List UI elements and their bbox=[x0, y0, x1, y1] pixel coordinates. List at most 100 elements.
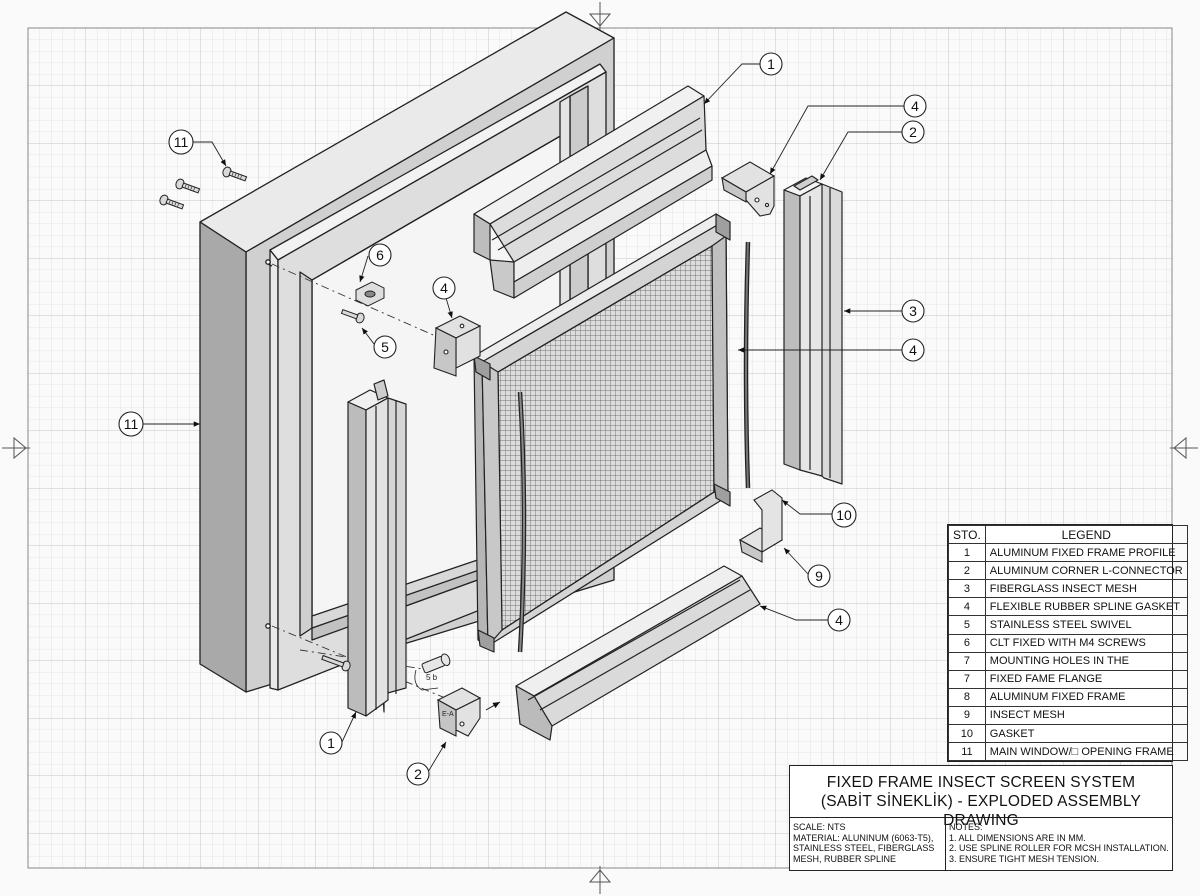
corner-bracket-top bbox=[720, 161, 776, 217]
callout-10: 10 bbox=[831, 502, 857, 528]
legend-row-label: MAIN WINDOW/□ OPENING FRAME bbox=[984, 742, 1188, 762]
legend-col-label: LEGEND bbox=[984, 524, 1188, 545]
part-mark-bracket: E-A bbox=[442, 711, 454, 718]
legend-row-number: 6 bbox=[948, 633, 986, 653]
notes-label: NOTES: bbox=[949, 822, 983, 832]
note-2: 2. USE SPLINE ROLLER FOR MCSH INSTALLATI… bbox=[949, 843, 1169, 853]
title-block: FIXED FRAME INSECT SCREEN SYSTEM (SABİT … bbox=[789, 765, 1173, 871]
bottom-frame-profile bbox=[515, 565, 761, 741]
callout-4-bottom-label: 4 bbox=[835, 612, 843, 628]
callout-3-label: 3 bbox=[909, 303, 917, 319]
callout-4-bottom: 4 bbox=[827, 608, 851, 632]
callout-4-mid: 4 bbox=[432, 276, 456, 300]
part-mark-anchor: 5 b bbox=[426, 673, 438, 682]
callout-10-label: 10 bbox=[836, 507, 852, 523]
legend-row-number: 9 bbox=[948, 705, 986, 726]
arrow-bottom-bracket bbox=[485, 701, 501, 711]
callout-9: 9 bbox=[807, 564, 831, 588]
mesh-screen-panel bbox=[473, 213, 731, 653]
scale-text: SCALE: NTS bbox=[793, 822, 846, 832]
callout-11-left-label: 11 bbox=[124, 416, 139, 432]
callout-3: 3 bbox=[901, 299, 925, 323]
callout-6-label: 6 bbox=[376, 247, 384, 263]
callout-1-bottom-label: 1 bbox=[327, 735, 335, 751]
callout-4-right: 4 bbox=[901, 338, 925, 362]
legend-col-num: STO. bbox=[948, 524, 986, 545]
legend-row-label: GASKET bbox=[984, 724, 1188, 744]
callout-1-top: 1 bbox=[759, 52, 783, 76]
drawing-title-line2: (SABİT SİNEKLİK) - EXPLODED ASSEMBLY DRA… bbox=[820, 793, 1142, 829]
legend-row-label: ALUMINUM CORNER L-CONNECTOR bbox=[984, 561, 1188, 581]
callout-5: 5 bbox=[373, 335, 397, 359]
note-3: 3. ENSURE TIGHT MESH TENSION. bbox=[949, 853, 1100, 864]
right-vertical-profile bbox=[783, 175, 843, 485]
legend-row-number: 10 bbox=[948, 724, 986, 744]
legend-row-label: STAINLESS STEEL SWIVEL bbox=[984, 615, 1188, 635]
callout-4-top-label: 4 bbox=[911, 98, 919, 114]
callout-leaders bbox=[143, 63, 906, 773]
legend-row-number: 1 bbox=[948, 543, 986, 563]
callout-11-top-label: 11 bbox=[174, 134, 189, 150]
legend-row-number: 7 bbox=[948, 651, 986, 671]
legend-row-label: MOUNTING HOLES IN THE bbox=[984, 651, 1188, 671]
callout-4-top: 4 bbox=[903, 94, 927, 118]
top-frame-profile bbox=[473, 85, 713, 299]
callout-5-label: 5 bbox=[381, 339, 389, 355]
legend-row-label: INSECT MESH bbox=[984, 705, 1188, 726]
stainless-swivel bbox=[355, 281, 385, 307]
note-1: 1. ALL DIMENSIONS ARE IN MM. bbox=[949, 832, 1086, 843]
material-line-1: MATERIAL: ALUNINUM (6063-T5), bbox=[793, 832, 934, 843]
legend-row-number: 5 bbox=[948, 615, 986, 635]
drawing-title: FIXED FRAME INSECT SCREEN SYSTEM (SABİT … bbox=[790, 766, 1172, 829]
corner-bracket-9 bbox=[738, 489, 784, 563]
legend-row-label: CLT FIXED WITH M4 SCREWS bbox=[984, 633, 1188, 653]
callout-2-bottom-label: 2 bbox=[414, 766, 422, 782]
left-vertical-profile bbox=[347, 379, 407, 717]
legend-row-number: 4 bbox=[948, 597, 986, 617]
legend-row-label: ALUMINUM FIXED FRAME PROFILE bbox=[984, 543, 1188, 563]
callout-6: 6 bbox=[368, 243, 392, 267]
screws-top-left bbox=[159, 166, 248, 210]
callout-11-left: 11 bbox=[118, 411, 144, 437]
callout-9-label: 9 bbox=[815, 568, 823, 584]
frame-screw-bottom bbox=[321, 654, 351, 672]
callout-4-mid-label: 4 bbox=[440, 280, 448, 296]
legend-row-number: 2 bbox=[948, 561, 986, 581]
swivel-screw bbox=[340, 308, 365, 324]
notes-info: NOTES: 1. ALL DIMENSIONS ARE IN MM. 2. U… bbox=[946, 818, 1172, 870]
wall-anchor bbox=[421, 653, 451, 674]
legend-header-row: STO. LEGEND bbox=[948, 524, 1188, 545]
callout-1-bottom: 1 bbox=[319, 731, 343, 755]
callout-2-top: 2 bbox=[901, 120, 925, 144]
callout-11-top: 11 bbox=[168, 129, 194, 155]
material-line-3: MESH, RUBBER SPLINE bbox=[793, 853, 897, 864]
callout-2-top-label: 2 bbox=[909, 124, 917, 140]
legend-row-number: 3 bbox=[948, 579, 986, 599]
callout-2-bottom: 2 bbox=[406, 762, 430, 786]
callout-4-right-label: 4 bbox=[909, 342, 917, 358]
corner-l-connector-bottom bbox=[436, 687, 482, 737]
corner-bracket-mid bbox=[433, 315, 482, 377]
callout-1-top-label: 1 bbox=[767, 56, 775, 72]
material-line-2: STAINLESS STEEL, FIBERGLASS bbox=[793, 843, 935, 853]
legend-row-label: FIXED FAME FLANGE bbox=[984, 669, 1188, 689]
legend-row-label: ALUMINUM FIXED FRAME bbox=[984, 687, 1188, 707]
legend-row-number: 7 bbox=[948, 669, 986, 689]
material-info: SCALE: NTS MATERIAL: ALUNINUM (6063-T5),… bbox=[790, 818, 946, 870]
